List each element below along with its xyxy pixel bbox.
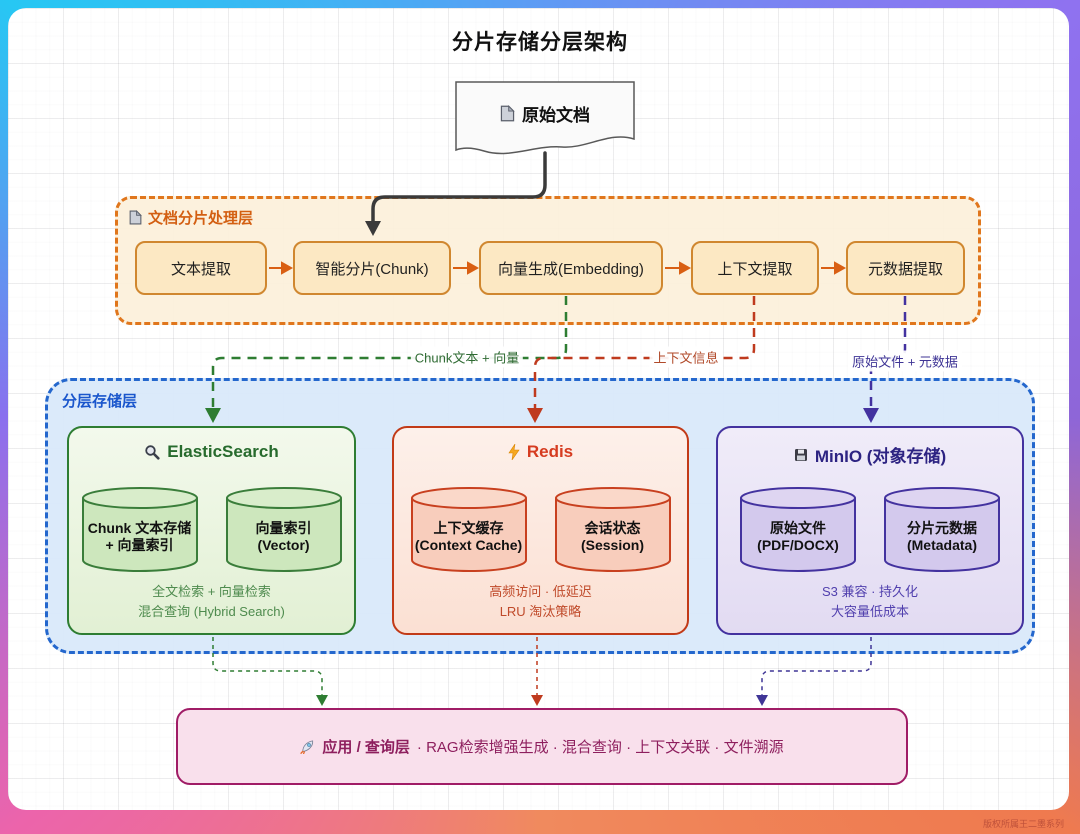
elasticsearch-cylinders: Chunk 文本存储 + 向量索引 向量索引 (Vector)	[69, 486, 354, 574]
db-cylinder: 上下文缓存 (Context Cache)	[410, 486, 528, 574]
process-step: 上下文提取	[691, 241, 819, 295]
page-title: 分片存储分层架构	[452, 31, 628, 54]
elasticsearch-card: ElasticSearch Chunk 文本存储 + 向量索引 向量索引 (Ve…	[67, 426, 356, 635]
process-layer-label: 文档分片处理层	[129, 207, 253, 228]
db-cylinder: 向量索引 (Vector)	[225, 486, 343, 574]
edge-label-raw-metadata: 原始文件 + 元数据	[848, 350, 962, 372]
app-query-layer: 应用 / 查询层 · RAG检索增强生成 · 混合查询 · 上下文关联 · 文件…	[176, 708, 908, 785]
page-icon	[500, 104, 515, 122]
process-step: 向量生成(Embedding)	[479, 241, 663, 295]
elasticsearch-title: ElasticSearch	[69, 442, 354, 462]
app-layer-items: · RAG检索增强生成 · 混合查询 · 上下文关联 · 文件溯源	[416, 739, 784, 756]
db-cylinder: Chunk 文本存储 + 向量索引	[81, 486, 199, 574]
elasticsearch-footer: 全文检索 + 向量检索 混合查询 (Hybrid Search)	[138, 584, 285, 619]
watermark: 版权所属王二墨系列	[982, 819, 1064, 829]
lightning-icon	[508, 444, 520, 460]
process-step: 智能分片(Chunk)	[293, 241, 451, 295]
redis-cylinders: 上下文缓存 (Context Cache) 会话状态 (Session)	[394, 486, 687, 574]
storage-layer-label: 分层存储层	[62, 393, 138, 410]
edge-label-chunk-vector: Chunk文本 + 向量	[410, 346, 524, 368]
redis-title: Redis	[394, 442, 687, 462]
process-step: 元数据提取	[846, 241, 965, 295]
edge-redis-to-app-arrowhead	[531, 695, 543, 706]
db-cylinder: 原始文件 (PDF/DOCX)	[739, 486, 857, 574]
storage-icon	[794, 448, 808, 462]
process-step: 文本提取	[135, 241, 267, 295]
redis-card: Redis 上下文缓存 (Context Cache) 会话状态 (Sessio…	[392, 426, 689, 635]
page-icon	[129, 210, 142, 225]
document-node: 原始文档	[455, 92, 635, 134]
minio-footer: S3 兼容 · 持久化 大容量低成本	[821, 584, 919, 619]
minio-title: MinIO (对象存储)	[718, 442, 1022, 467]
magnifier-icon	[144, 444, 160, 460]
minio-card: MinIO (对象存储) 原始文件 (PDF/DOCX) 分片元数据 (Meta…	[716, 426, 1024, 635]
rocket-icon	[300, 739, 315, 754]
edge-minio-to-app-arrowhead	[756, 695, 768, 706]
app-layer-title: 应用 / 查询层	[322, 739, 410, 756]
db-cylinder: 会话状态 (Session)	[554, 486, 672, 574]
document-node-label: 原始文档	[522, 105, 590, 125]
redis-footer: 高频访问 · 低延迟 LRU 淘汰策略	[489, 584, 592, 619]
minio-cylinders: 原始文件 (PDF/DOCX) 分片元数据 (Metadata)	[718, 486, 1022, 574]
edge-es-to-app-arrowhead	[316, 695, 328, 706]
edge-label-context-info: 上下文信息	[649, 346, 723, 368]
db-cylinder: 分片元数据 (Metadata)	[883, 486, 1001, 574]
